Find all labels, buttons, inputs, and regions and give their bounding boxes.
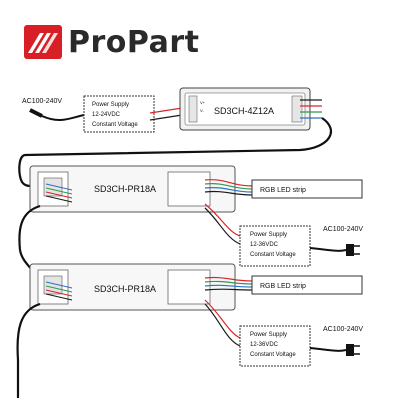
branch-power-supply-2-line1: Power Supply <box>250 332 287 338</box>
rgb-led-strip-1-label: RGB LED strip <box>260 187 306 194</box>
propart-logo-icon <box>24 25 62 59</box>
branch-power-supply-1-line3: Constant Voltage <box>250 252 296 258</box>
controller-pin-v-minus: V- <box>200 108 204 113</box>
ac-cord-top <box>41 114 85 121</box>
branch-power-supply-2: Power Supply 12-36VDC Constant Voltage <box>239 325 311 367</box>
branch-power-supply-2-line2: 12-36VDC <box>250 342 279 348</box>
amplifier-1-label: SD3CH-PR18A <box>94 184 156 194</box>
controller-pin-v-plus: V+ <box>200 100 206 105</box>
brand-header: ProPart <box>24 24 199 60</box>
branch-ac-cord-1 <box>309 247 347 252</box>
power-supply-top-line2: 12-24VDC <box>92 112 121 118</box>
rgb-led-strip-1: RGB LED strip <box>251 179 363 199</box>
branch-power-supply-1: Power Supply 12-36VDC Constant Voltage <box>239 225 311 267</box>
brand-name: ProPart <box>68 24 200 60</box>
branch-ac-1-label: AC100-240V <box>323 226 363 233</box>
amplifier-1: SD3CH-PR18A <box>29 165 236 213</box>
amplifier-2: SD3CH-PR18A <box>29 263 236 311</box>
controller-label: SD3CH-4Z12A <box>214 106 274 116</box>
branch-ac-cord-2 <box>309 347 347 352</box>
power-supply-top-line3: Constant Voltage <box>92 122 138 128</box>
branch-power-supply-1-line2: 12-36VDC <box>250 242 279 248</box>
branch-power-supply-1-line1: Power Supply <box>250 232 287 238</box>
plug-icon <box>346 344 360 356</box>
controller-sd3ch-4z12a: V+ V- SD3CH-4Z12A <box>179 87 311 131</box>
amplifier-2-label: SD3CH-PR18A <box>94 284 156 294</box>
plug-icon <box>346 244 360 256</box>
power-supply-top: Power Supply 12-24VDC Constant Voltage <box>83 95 155 133</box>
signal-cable-1 <box>18 117 333 188</box>
ac-input-top-label: AC100-240V <box>22 98 62 105</box>
power-supply-top-line1: Power Supply <box>92 102 129 108</box>
branch-ac-2-label: AC100-240V <box>323 326 363 333</box>
rgb-led-strip-2-label: RGB LED strip <box>260 283 306 290</box>
signal-cable-3 <box>16 302 41 398</box>
plug-icon <box>29 108 43 118</box>
branch-power-supply-2-line3: Constant Voltage <box>250 352 296 358</box>
rgb-led-strip-2: RGB LED strip <box>251 275 363 295</box>
